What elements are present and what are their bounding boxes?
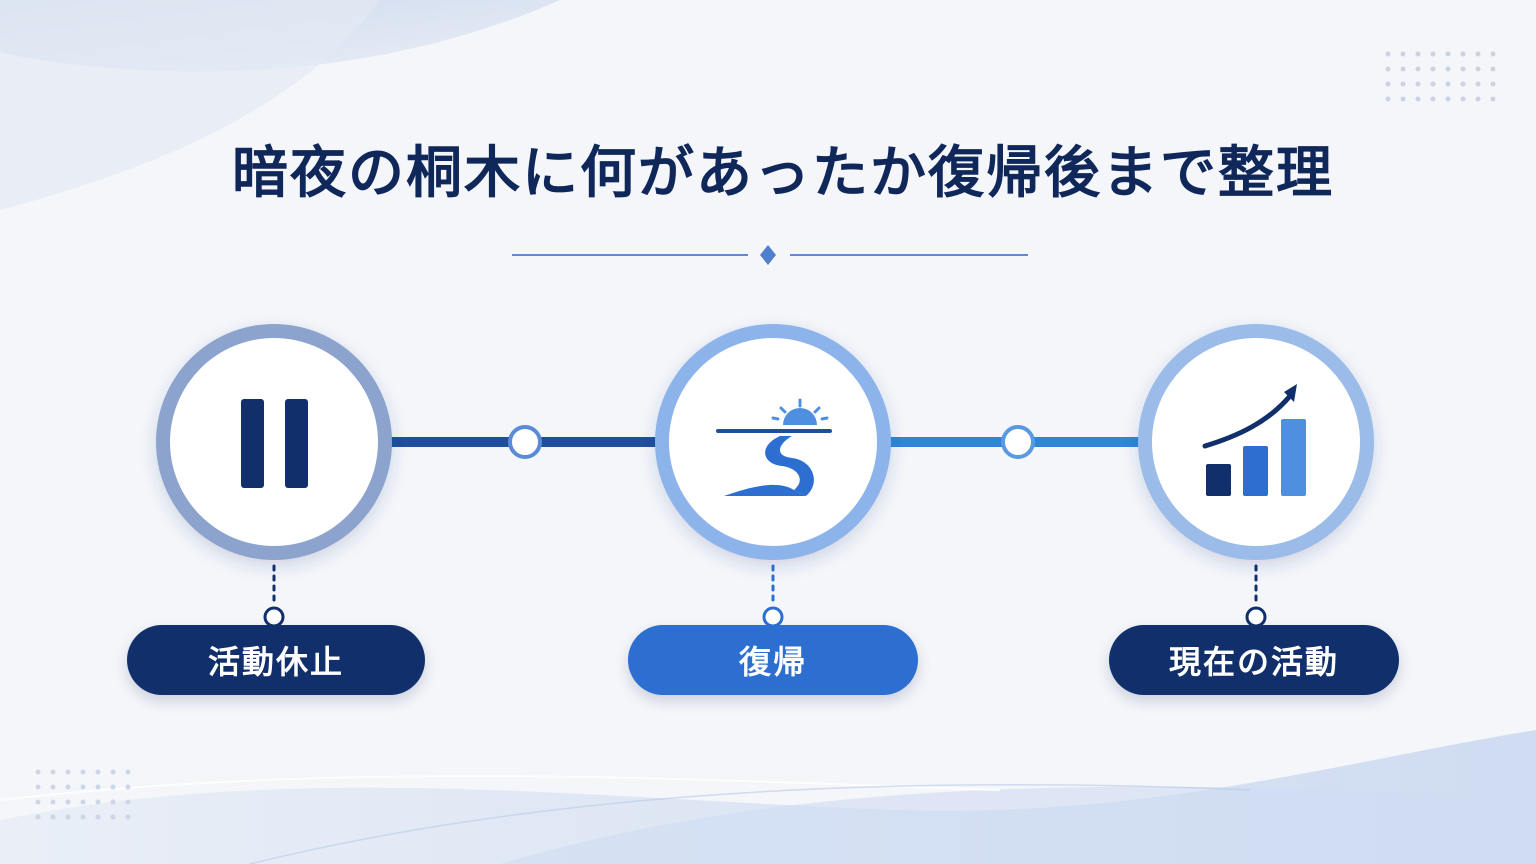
decor-dot [1475, 81, 1481, 87]
decor-dot [65, 799, 71, 805]
page-title: 暗夜の桐木に何があったか復帰後まで整理 [232, 140, 1334, 206]
decor-dot [50, 769, 56, 775]
decor-dot [1490, 81, 1496, 87]
step-node-3 [1138, 324, 1374, 560]
growth-chart-icon [1202, 384, 1306, 496]
decor-dot [1385, 96, 1391, 102]
decor-dot [1400, 81, 1406, 87]
decor-dot [1490, 66, 1496, 72]
decor-dot [125, 814, 131, 820]
step-label-1: 活動休止 [127, 625, 425, 695]
pause-icon [241, 399, 308, 488]
decor-dot [110, 814, 116, 820]
decor-dot [50, 799, 56, 805]
decor-dot [1490, 96, 1496, 102]
decor-dot [110, 784, 116, 790]
decor-dot [95, 799, 101, 805]
decor-dot [65, 814, 71, 820]
step-node-1 [156, 324, 392, 560]
decor-dot [80, 769, 86, 775]
decor-dot [1430, 51, 1436, 57]
step-node-2 [655, 324, 891, 560]
step-label-3: 現在の活動 [1109, 625, 1399, 695]
decor-dot [1385, 51, 1391, 57]
decor-dot [1475, 66, 1481, 72]
decor-dot [95, 814, 101, 820]
label-connectors [263, 564, 1267, 628]
decor-dot [125, 799, 131, 805]
decor-dot [110, 769, 116, 775]
decor-dot [95, 769, 101, 775]
decor-dot [50, 784, 56, 790]
decor-dot [80, 799, 86, 805]
decor-dot [1475, 96, 1481, 102]
decor-dot [1400, 51, 1406, 57]
decor-dot [50, 814, 56, 820]
decor-dot [1475, 51, 1481, 57]
decor-dot [1430, 66, 1436, 72]
decor-dot [80, 784, 86, 790]
decor-dot [1415, 51, 1421, 57]
decor-dot [35, 799, 41, 805]
decor-dot [1415, 81, 1421, 87]
decor-dot [1460, 51, 1466, 57]
decor-dot [1400, 66, 1406, 72]
dot-grid-bottom-left [35, 769, 131, 820]
decor-dot [110, 799, 116, 805]
connector-node-1 [508, 425, 542, 459]
decor-dot [1445, 66, 1451, 72]
decor-dot [1385, 66, 1391, 72]
dot-grid-top-right [1385, 51, 1496, 102]
decor-dot [35, 814, 41, 820]
decor-dot [1460, 66, 1466, 72]
decor-dot [1415, 96, 1421, 102]
decor-dot [1430, 81, 1436, 87]
decor-dot [1445, 96, 1451, 102]
decor-dot [125, 769, 131, 775]
decor-dot [1490, 51, 1496, 57]
step-label-2: 復帰 [628, 625, 918, 695]
decor-dot [1430, 96, 1436, 102]
decor-dot [1400, 96, 1406, 102]
decor-dot [1460, 81, 1466, 87]
decor-dot [1460, 96, 1466, 102]
decor-dot [1445, 81, 1451, 87]
sunrise-road-icon [716, 398, 832, 496]
title-divider [512, 245, 1028, 265]
decor-dot [65, 769, 71, 775]
decor-dot [1445, 51, 1451, 57]
connector-node-2 [1001, 425, 1035, 459]
decor-dot [95, 784, 101, 790]
decor-dot [35, 784, 41, 790]
decor-dot [1415, 66, 1421, 72]
decor-dot [125, 784, 131, 790]
decor-dot [65, 784, 71, 790]
decor-dot [80, 814, 86, 820]
decor-dot [35, 769, 41, 775]
decor-dot [1385, 81, 1391, 87]
